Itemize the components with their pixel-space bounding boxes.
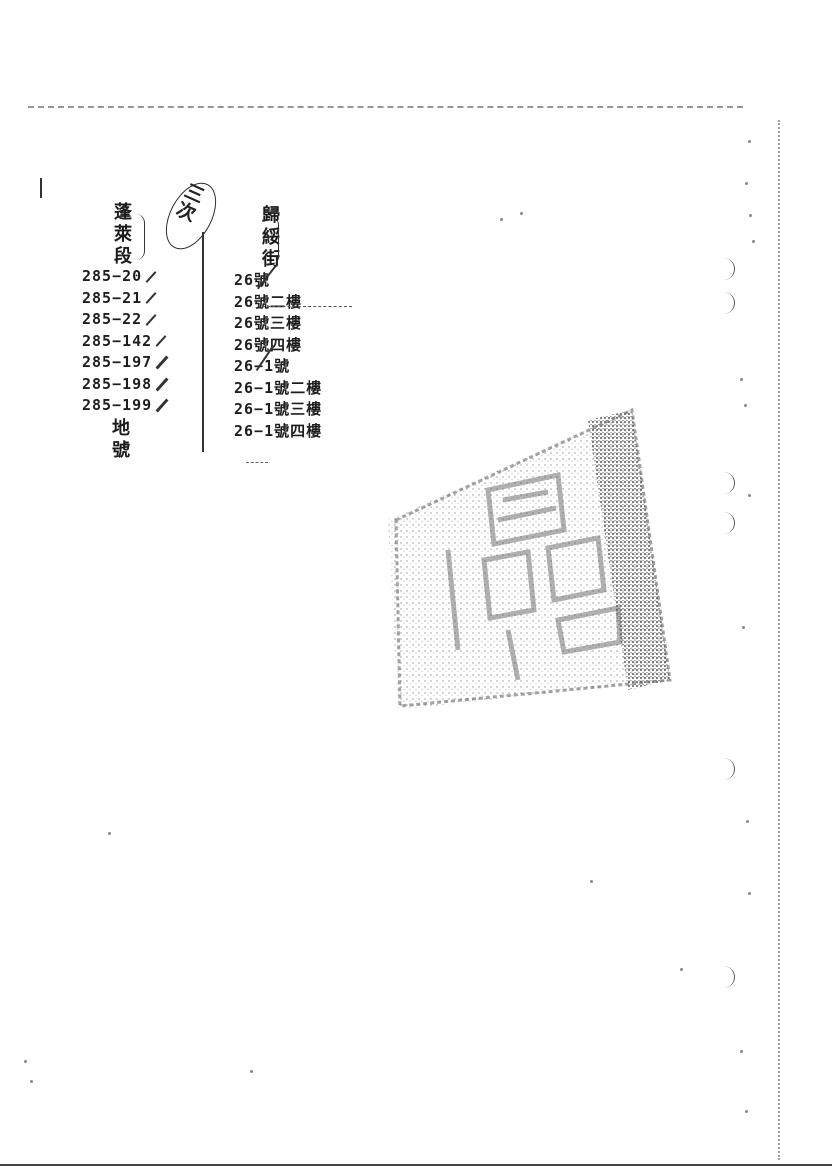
address-item: 26號 xyxy=(234,271,271,289)
check-mark xyxy=(155,377,169,391)
punch-hole-mark xyxy=(720,292,735,314)
address-list: 26號 26號二樓 26號三樓 26號四樓 26−1號 26−1號二樓 26−1… xyxy=(234,270,322,442)
lot-number-item: 285−142 xyxy=(82,331,170,353)
land-number-label: 地號 xyxy=(109,418,130,462)
top-dashed-rule xyxy=(28,106,743,108)
lot-number-item: 285−20 xyxy=(82,266,170,288)
scan-speck xyxy=(744,404,747,407)
lot-number-list: 285−20 285−21 285−22 285−142 285−197 285… xyxy=(82,266,170,417)
address-item: 26−1號 xyxy=(234,357,291,375)
check-mark xyxy=(155,355,169,370)
scan-speck xyxy=(749,214,752,217)
scan-speck xyxy=(746,820,749,823)
lot-number: 285−20 xyxy=(82,267,143,285)
section-name: 蓬萊段 xyxy=(111,202,132,268)
lot-number-item: 285−197 xyxy=(82,352,170,374)
lot-number: 285−198 xyxy=(82,374,153,393)
lot-number-item: 285−198 xyxy=(82,374,170,396)
scan-speck xyxy=(500,218,503,221)
scan-speck xyxy=(752,240,755,243)
dashed-mark xyxy=(246,462,268,463)
scan-speck xyxy=(742,626,745,629)
scan-speck xyxy=(745,182,748,185)
right-margin-edge xyxy=(778,120,780,1160)
lot-number: 285−21 xyxy=(82,288,143,307)
check-mark xyxy=(155,398,169,413)
seal-graphic xyxy=(388,407,672,710)
left-margin-tick xyxy=(40,178,42,198)
check-mark xyxy=(145,270,157,283)
scan-speck xyxy=(748,892,751,895)
lot-number-item: 285−21 xyxy=(82,288,170,310)
scan-speck xyxy=(740,378,743,381)
bottom-edge-rule xyxy=(0,1164,832,1166)
lot-number: 285−142 xyxy=(82,331,153,350)
address-item: 26號三樓 xyxy=(234,314,303,332)
scan-speck xyxy=(520,212,523,215)
address-item: 26−1號三樓 xyxy=(234,400,323,418)
check-mark xyxy=(155,335,167,347)
punch-hole-mark xyxy=(720,966,735,988)
scan-speck xyxy=(590,880,593,883)
scan-speck xyxy=(748,494,751,497)
address-item: 26−1號四樓 xyxy=(234,421,323,440)
dashed-underline xyxy=(262,306,352,307)
section-bracket xyxy=(136,214,145,260)
column-divider xyxy=(202,232,204,452)
punch-hole-mark xyxy=(720,758,735,780)
scan-speck xyxy=(680,968,683,971)
scan-speck xyxy=(30,1080,33,1083)
scan-speck xyxy=(250,1070,253,1073)
lot-number: 285−199 xyxy=(82,396,153,414)
lot-number: 285−197 xyxy=(82,353,153,371)
check-mark xyxy=(145,313,157,326)
scan-speck xyxy=(745,1110,748,1113)
punch-hole-mark xyxy=(720,258,735,280)
scan-speck xyxy=(748,140,751,143)
official-seal-stamp xyxy=(388,380,678,710)
address-item: 26號二樓 xyxy=(234,292,303,311)
scan-speck xyxy=(740,1050,743,1053)
scan-speck xyxy=(108,832,111,835)
street-bracket xyxy=(272,218,279,264)
punch-hole-mark xyxy=(720,512,735,534)
address-item: 26−1號二樓 xyxy=(234,378,323,397)
lot-number-item: 285−199 xyxy=(82,395,170,417)
scan-speck xyxy=(24,1060,27,1063)
lot-number-item: 285−22 xyxy=(82,309,170,331)
address-item: 26號四樓 xyxy=(234,335,303,354)
punch-hole-mark xyxy=(720,472,735,494)
lot-number: 285−22 xyxy=(82,310,143,328)
check-mark xyxy=(145,292,157,304)
